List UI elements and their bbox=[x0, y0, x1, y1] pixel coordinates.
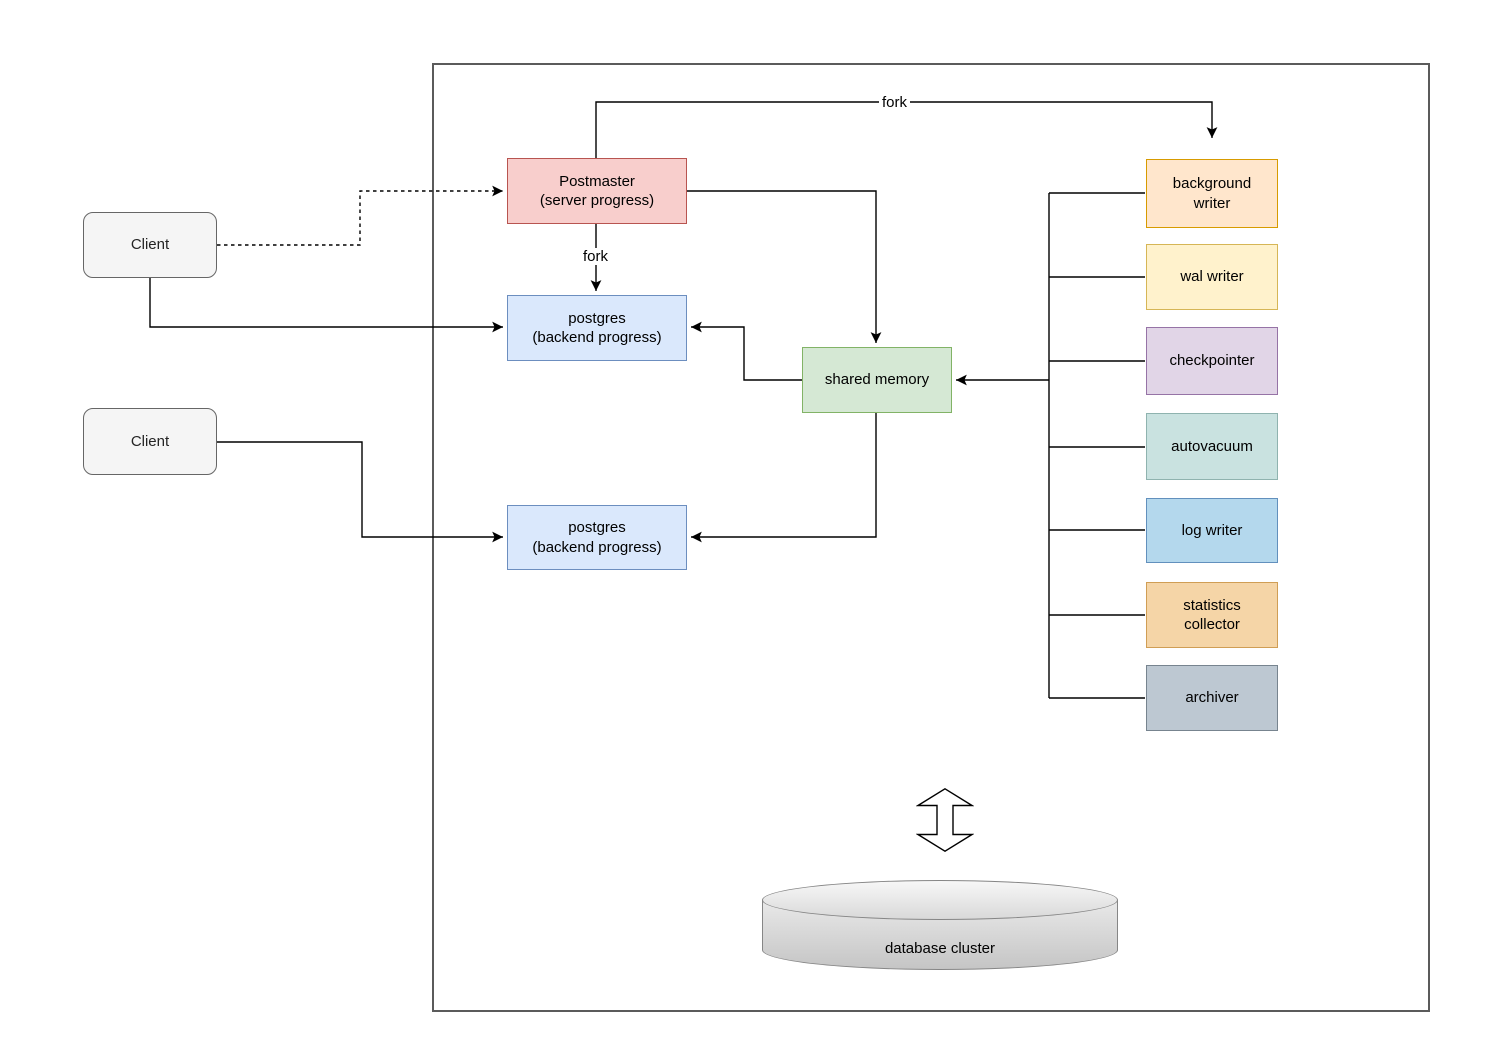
client-node-2: Client bbox=[83, 408, 217, 475]
backend-node-2: postgres (backend progress) bbox=[507, 505, 687, 570]
worker-node-background-writer: background writer bbox=[1146, 159, 1278, 228]
database-cluster-cylinder: database cluster bbox=[762, 880, 1118, 970]
cylinder-top-ellipse bbox=[762, 880, 1118, 920]
worker-node-log-writer: log writer bbox=[1146, 498, 1278, 563]
database-cluster-label: database cluster bbox=[884, 940, 996, 957]
bidirectional-arrow-icon bbox=[916, 788, 974, 852]
worker-node-wal-writer: wal writer bbox=[1146, 244, 1278, 310]
worker-node-checkpointer: checkpointer bbox=[1146, 327, 1278, 395]
edge-label-fork-top: fork bbox=[879, 94, 911, 111]
worker-node-archiver: archiver bbox=[1146, 665, 1278, 731]
backend-node-1: postgres (backend progress) bbox=[507, 295, 687, 361]
shared-memory-node: shared memory bbox=[802, 347, 952, 413]
worker-node-autovacuum: autovacuum bbox=[1146, 413, 1278, 480]
worker-node-statistics-collector: statistics collector bbox=[1146, 582, 1278, 648]
edge-label-fork-bottom: fork bbox=[580, 248, 612, 265]
postmaster-node: Postmaster (server progress) bbox=[507, 158, 687, 224]
client-node-1: Client bbox=[83, 212, 217, 278]
